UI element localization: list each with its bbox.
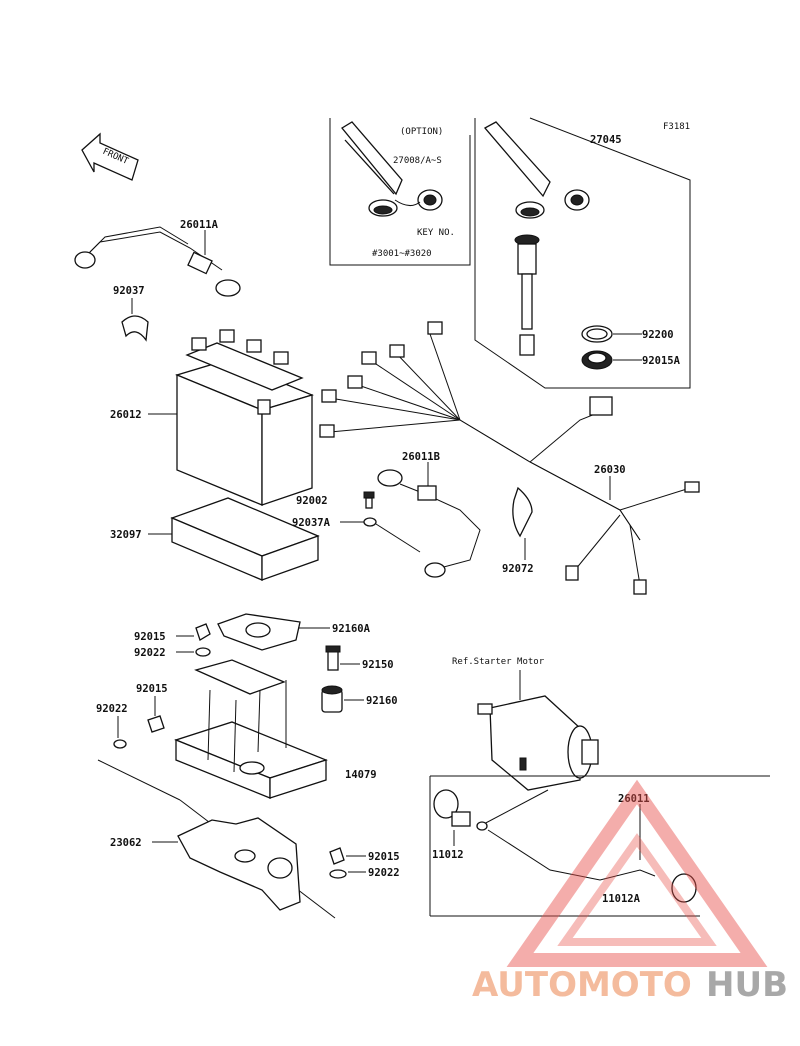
label-92160: 92160 <box>366 695 398 707</box>
label-92200: 92200 <box>642 329 674 341</box>
case-32097: 32097 <box>110 497 320 581</box>
option-title: (OPTION) <box>400 127 443 137</box>
label-92037A: 92037A <box>292 517 331 529</box>
label-26030: 26030 <box>594 464 626 476</box>
label-32097: 32097 <box>110 529 142 541</box>
label-26012: 26012 <box>110 409 142 421</box>
label-26011: 26011 <box>618 793 650 805</box>
cable-26011A: 26011A <box>74 219 241 297</box>
label-92022-a: 92022 <box>134 647 166 659</box>
tie-92037A: 92037A <box>292 517 421 553</box>
option-part: 27008/A~S <box>393 156 442 166</box>
label-23062: 23062 <box>110 837 142 849</box>
figure-code: F3181 <box>663 122 690 132</box>
label-26011A: 26011A <box>180 219 219 231</box>
label-92015A: 92015A <box>642 355 681 367</box>
watermark-brand-part1: AUTOMOTO <box>472 965 692 1005</box>
key-range: #3001~#3020 <box>372 249 432 259</box>
clip-92037: 92037 <box>113 285 149 342</box>
watermark-logo: AUTOMOTO HUB <box>472 779 788 1005</box>
label-92150: 92150 <box>362 659 394 671</box>
label-92002: 92002 <box>296 495 328 507</box>
label-27045: 27045 <box>590 134 622 146</box>
ignition-switch-box: 27045 92200 92015A <box>474 117 691 389</box>
battery-26012: 26012 <box>110 329 314 506</box>
front-arrow-icon: FRONT <box>81 132 139 181</box>
label-92022-b: 92022 <box>96 703 128 715</box>
label-11012: 11012 <box>432 849 464 861</box>
label-92022-c: 92022 <box>368 867 400 879</box>
label-92015-b: 92015 <box>136 683 168 695</box>
watermark-brand-part2: HUB <box>706 965 788 1005</box>
label-92072: 92072 <box>502 563 534 575</box>
cable-26011B: 26011B <box>377 451 481 578</box>
label-92160A: 92160A <box>332 623 371 635</box>
label-11012A: 11012A <box>602 893 641 905</box>
bolt-92002: 92002 <box>296 491 375 509</box>
option-box: (OPTION) 27008/A~S KEY NO. #3001~#3020 <box>329 118 471 266</box>
label-92015-a: 92015 <box>134 631 166 643</box>
key-no-label: KEY NO. <box>417 228 455 238</box>
clip-92072: 92072 <box>502 486 534 575</box>
bracket-group: 92160A 92015 92022 92150 92160 92015 920… <box>96 613 398 919</box>
label-14079: 14079 <box>345 769 377 781</box>
label-92015-c: 92015 <box>368 851 400 863</box>
cable-26011: 11012 26011 11012A <box>432 789 697 905</box>
harness-26030: 26030 <box>319 321 700 595</box>
label-92037: 92037 <box>113 285 145 297</box>
bracket-23062: 23062 92015 92022 <box>110 817 400 911</box>
ref-starter-label: Ref.Starter Motor <box>452 657 545 667</box>
label-26011B: 26011B <box>402 451 440 463</box>
starter-motor-ref: Ref.Starter Motor <box>429 657 770 917</box>
